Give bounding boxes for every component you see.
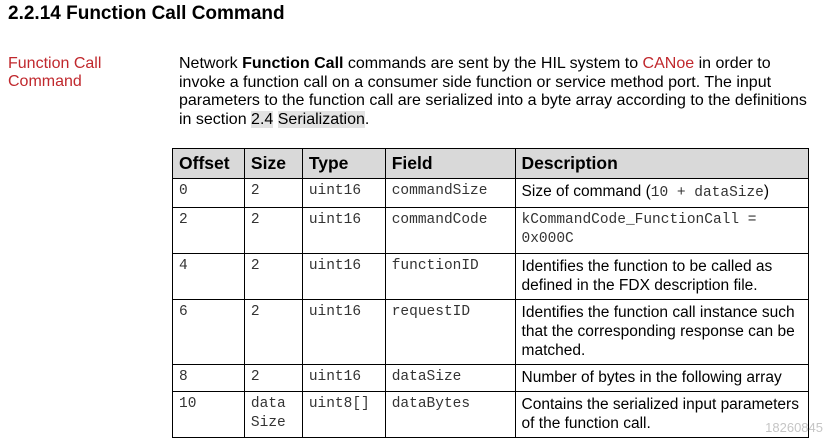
table-row: 2 2 uint16 commandCode kCommandCode_Func… xyxy=(172,207,810,254)
table-header-row: Offset Size Type Field Description xyxy=(172,148,810,179)
cell-size: data Size xyxy=(243,391,303,438)
cell-description: Contains the serialized input parameters… xyxy=(514,391,810,438)
cell-description: Number of bytes in the following array xyxy=(514,364,810,392)
cell-size: 2 xyxy=(243,364,303,392)
header-size: Size xyxy=(243,148,303,179)
table-row: 4 2 uint16 functionID Identifies the fun… xyxy=(172,253,810,300)
cell-size: 2 xyxy=(243,178,303,208)
cell-description: Identifies the function call instance su… xyxy=(514,299,810,365)
cell-offset: 6 xyxy=(172,299,245,365)
text-run: commands are sent by the HIL system to xyxy=(343,55,643,72)
bold-term: Function Call xyxy=(242,55,344,72)
table-row: 10 data Size uint8[] dataBytes Contains … xyxy=(172,391,810,438)
cell-offset: 10 xyxy=(172,391,245,438)
cell-size: 2 xyxy=(243,299,303,365)
intro-paragraph: Network Function Call commands are sent … xyxy=(179,55,819,129)
cell-field: dataBytes xyxy=(384,391,516,438)
cell-offset: 4 xyxy=(172,253,245,300)
margin-note: Function Call Command xyxy=(8,55,102,90)
cell-type: uint16 xyxy=(301,178,386,208)
header-offset: Offset xyxy=(172,148,245,179)
cell-field: requestID xyxy=(384,299,516,365)
text-run: Network xyxy=(179,55,243,72)
command-table: Offset Size Type Field Description 0 2 u… xyxy=(172,148,810,438)
desc-text: Size of command ( xyxy=(521,183,651,200)
table-row: 6 2 uint16 requestID Identifies the func… xyxy=(172,299,810,365)
section-ref-number[interactable]: 2.4 xyxy=(251,110,274,128)
section-heading: 2.2.14 Function Call Command xyxy=(8,3,285,24)
cell-offset: 0 xyxy=(172,178,245,208)
text-run: . xyxy=(364,110,370,128)
cell-offset: 8 xyxy=(172,364,245,392)
cell-size: 2 xyxy=(243,207,303,254)
cell-type: uint16 xyxy=(301,364,386,392)
cell-description: Identifies the function to be called as … xyxy=(514,253,810,300)
cell-type: uint16 xyxy=(301,253,386,300)
desc-text: ) xyxy=(763,183,770,200)
header-field: Field xyxy=(384,148,516,179)
desc-code: 10 + dataSize xyxy=(650,185,764,201)
table-row: 8 2 uint16 dataSize Number of bytes in t… xyxy=(172,364,810,392)
header-description: Description xyxy=(514,148,810,179)
cell-size: 2 xyxy=(243,253,303,300)
cell-description: Size of command (10 + dataSize) xyxy=(514,178,810,208)
cell-field: dataSize xyxy=(384,364,516,392)
cell-field: commandSize xyxy=(384,178,516,208)
cell-type: uint16 xyxy=(301,299,386,365)
cell-type: uint16 xyxy=(301,207,386,254)
cell-field: functionID xyxy=(384,253,516,300)
table-row: 0 2 uint16 commandSize Size of command (… xyxy=(172,178,810,208)
cell-offset: 2 xyxy=(172,207,245,254)
text-run: in order to invoke a function call on a … xyxy=(179,55,807,128)
header-type: Type xyxy=(301,148,386,179)
section-ref-link[interactable]: Serialization xyxy=(277,110,365,128)
watermark: 18260845 xyxy=(765,420,823,435)
cell-field: commandCode xyxy=(384,207,516,254)
cell-type: uint8[] xyxy=(301,391,386,438)
cell-description: kCommandCode_FunctionCall = 0x000C xyxy=(514,207,810,254)
canoe-term: CANoe xyxy=(642,55,695,72)
